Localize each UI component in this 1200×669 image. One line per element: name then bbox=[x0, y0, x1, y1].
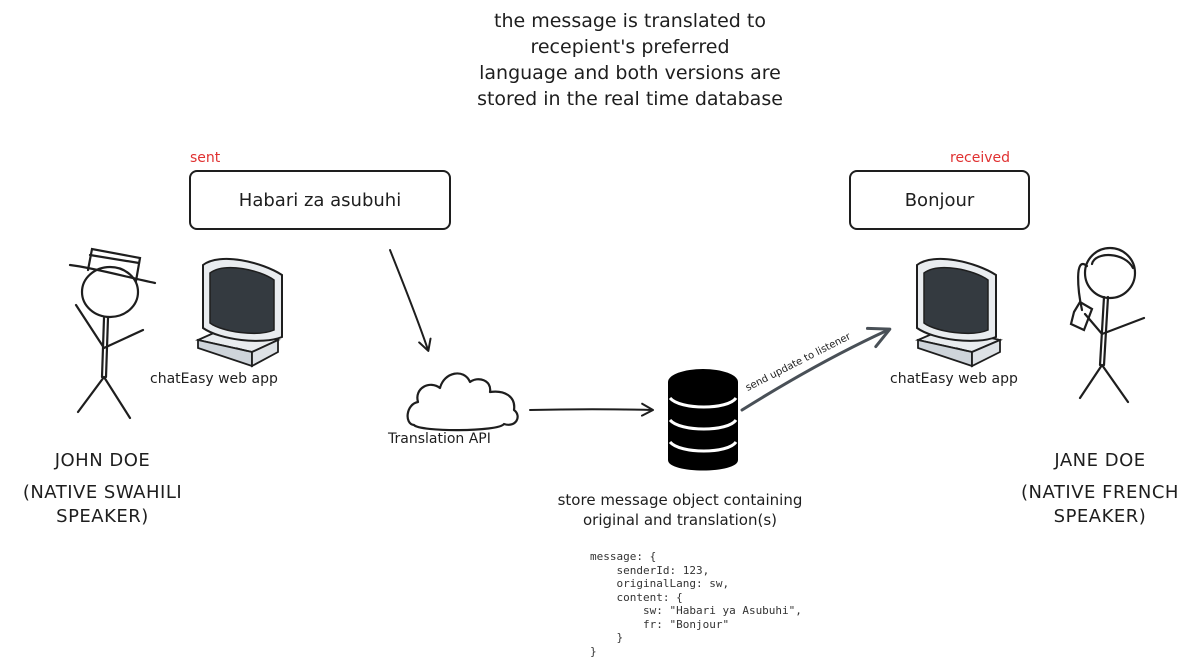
receiver-description: (NATIVE FRENCH bbox=[1021, 482, 1179, 503]
john-doe-figure bbox=[68, 247, 157, 420]
heading-line: language and both versions are bbox=[479, 62, 781, 84]
heading-line: stored in the real time database bbox=[477, 88, 783, 110]
message-object-code: message: { senderId: 123, originalLang: … bbox=[590, 550, 802, 658]
receiver-name: JANE DOE bbox=[1054, 450, 1146, 471]
sent-message-box: Habari za asubuhi bbox=[189, 170, 451, 230]
cloud-icon bbox=[406, 372, 519, 432]
sent-message-text: Habari za asubuhi bbox=[238, 189, 402, 211]
database-caption-line: store message object containing bbox=[557, 491, 803, 509]
heading-line: the message is translated to bbox=[494, 10, 766, 32]
receiver-computer-icon bbox=[915, 257, 1003, 368]
heading-line: recepient's preferred bbox=[530, 36, 730, 58]
arrow-to-receiver bbox=[740, 326, 892, 412]
sender-person-label: JOHN DOE (NATIVE SWAHILI SPEAKER) bbox=[0, 445, 205, 533]
translation-api-label: Translation API bbox=[388, 431, 491, 447]
received-message-box: Bonjour bbox=[849, 170, 1030, 230]
database-caption-line: original and translation(s) bbox=[583, 511, 777, 529]
database-icon bbox=[668, 369, 738, 471]
sender-computer-icon bbox=[195, 257, 283, 368]
database-caption: store message object containing original… bbox=[530, 490, 830, 530]
sender-name: JOHN DOE bbox=[54, 450, 151, 471]
received-message-text: Bonjour bbox=[904, 189, 975, 211]
received-status-label: received bbox=[950, 150, 1011, 166]
arrow-to-database bbox=[529, 402, 654, 417]
sender-description: SPEAKER) bbox=[56, 506, 149, 527]
jane-doe-figure bbox=[1069, 246, 1146, 404]
sender-app-label: chatEasy web app bbox=[150, 371, 278, 387]
sender-description: (NATIVE SWAHILI bbox=[22, 482, 183, 503]
receiver-description: SPEAKER) bbox=[1053, 506, 1147, 527]
diagram-heading: the message is translated to recepient's… bbox=[430, 8, 830, 112]
sent-status-label: sent bbox=[190, 150, 221, 166]
receiver-app-label: chatEasy web app bbox=[890, 371, 1018, 387]
arrow-to-translation-api bbox=[389, 249, 432, 352]
receiver-person-label: JANE DOE (NATIVE FRENCH SPEAKER) bbox=[1000, 445, 1200, 533]
